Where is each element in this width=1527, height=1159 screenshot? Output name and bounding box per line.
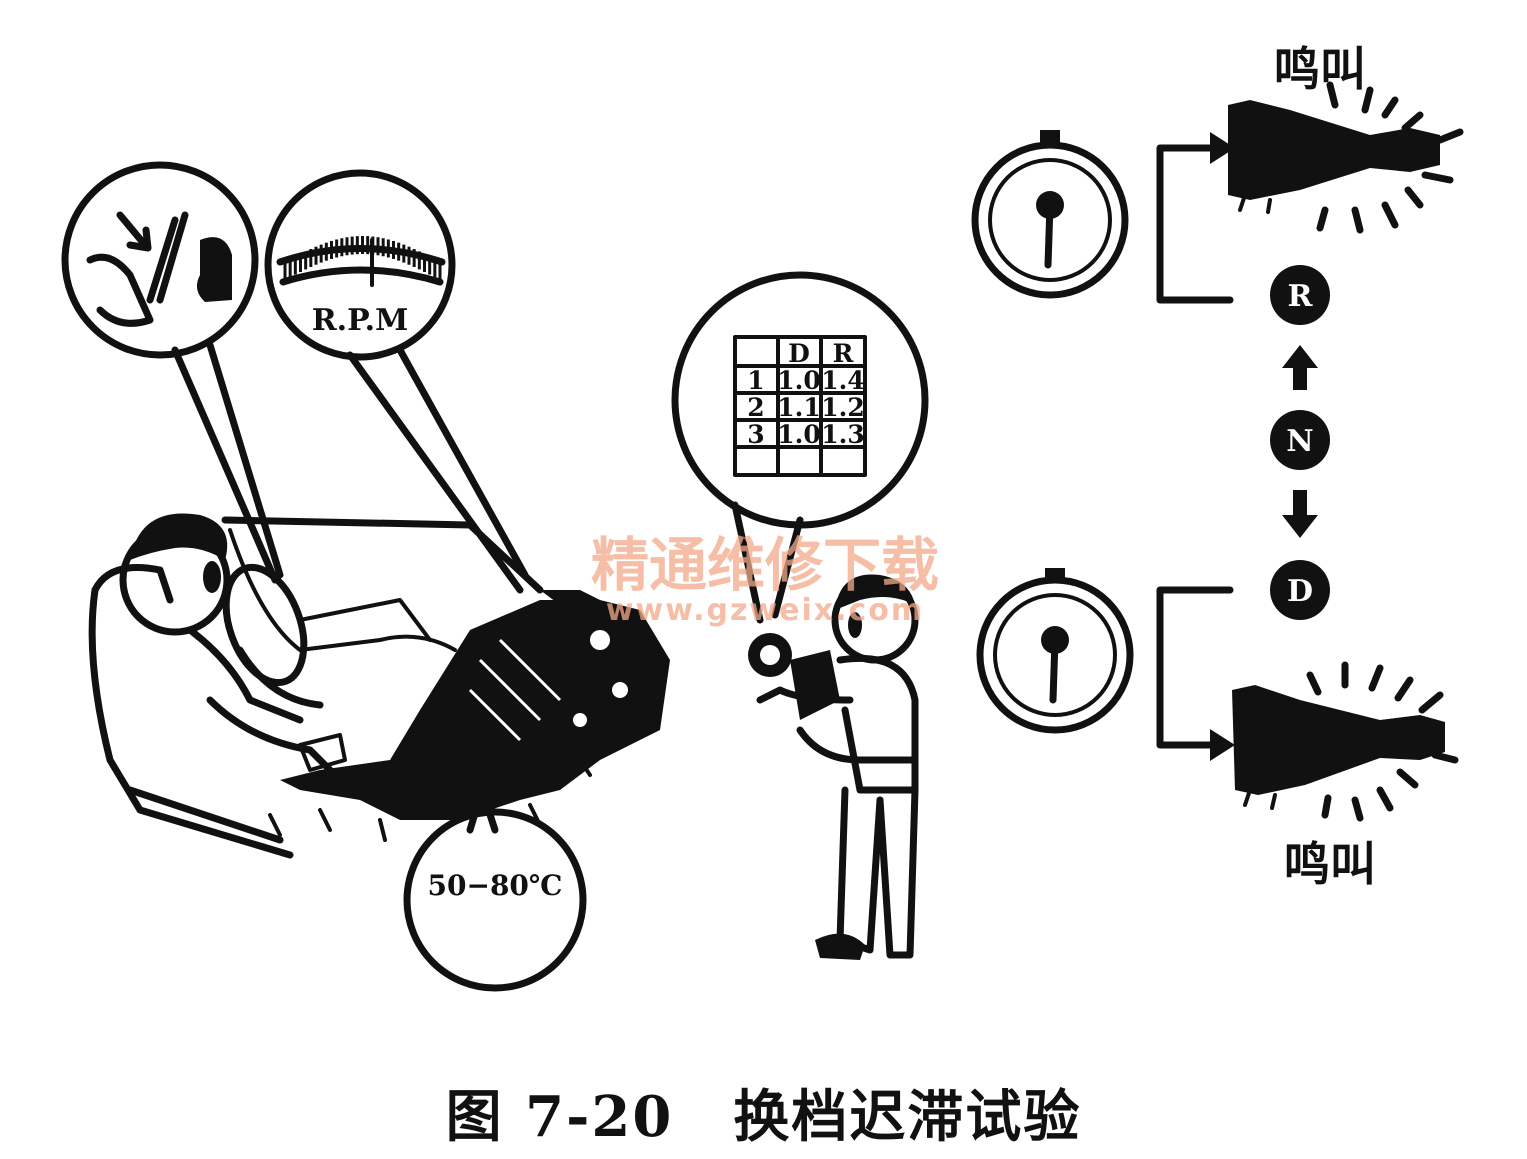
sound-label-top: 鸣叫 [1274,42,1366,96]
lower-stopwatch [976,568,1134,734]
upper-transmission [1228,100,1440,214]
upper-arrow-head [1210,132,1235,164]
gear-n-label: N [1286,424,1313,459]
table-header-cell: R [833,339,854,368]
watermark-cn: 精通维修下载 [591,531,939,599]
arrow-down-icon [1282,490,1318,538]
sound-label-bottom: 鸣叫 [1284,837,1376,891]
rpm-callout-bubble: R.P.M [264,169,529,594]
table-cell: 1.1 [777,393,821,422]
lower-sound-rays [1306,661,1459,822]
table-cell: 1.0 [777,366,821,395]
gear-r-circle [1270,265,1330,325]
lower-bracket [1156,586,1234,749]
figure-title: 换档迟滞试验 [733,1085,1082,1150]
watermark-url: www.gzweix.com [606,593,924,628]
figure-number: 图 7-20 [445,1084,674,1150]
pedal-callout-bubble [61,161,284,584]
table-cell: 1 [747,366,764,395]
table-cell: 1.3 [821,420,865,449]
table-cell: 2 [747,393,764,422]
upper-stopwatch [971,130,1129,299]
gear-d-label: D [1287,574,1313,609]
temperature-callout-bubble: 50−80℃ [403,786,587,992]
driver-seat-illustration [88,513,544,859]
arrow-up-icon [1282,345,1318,390]
technician-illustration [748,574,919,960]
lower-transmission [1232,685,1445,810]
table-header-cell: D [788,339,810,368]
transmission-illustration [268,590,670,842]
rpm-label: R.P.M [312,303,409,338]
upper-sound-rays [1316,81,1464,234]
gear-n-circle [1270,410,1330,470]
temperature-label: 50−80℃ [428,869,563,902]
gear-sequence: R N D [1270,265,1330,620]
figure-caption: 图 7-20 换档迟滞试验 [0,1072,1527,1153]
table-cell: 3 [747,420,764,449]
upper-bracket [1156,144,1234,304]
table-cell: 1.2 [821,393,865,422]
gear-r-label: R [1288,279,1314,314]
table-cell: 1.0 [777,420,821,449]
lower-arrow-head [1210,729,1235,761]
table-cell: 1.4 [821,366,865,395]
gear-d-circle [1270,560,1330,620]
